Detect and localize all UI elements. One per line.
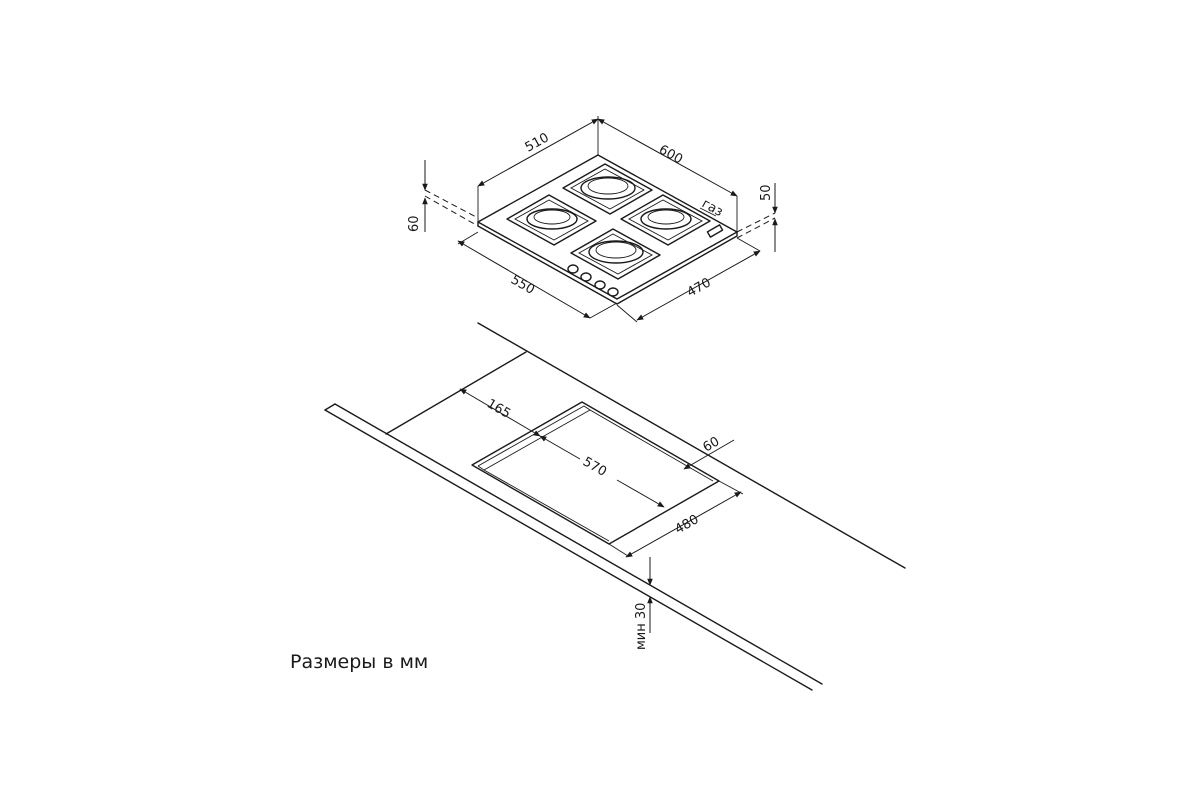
- dim-60-left-label: 60: [407, 215, 422, 232]
- burner-right: [620, 194, 711, 246]
- dim-480-line: [625, 491, 742, 558]
- knob-1: [567, 264, 579, 274]
- dim-550-line: [457, 240, 591, 319]
- dim-550-label: 550: [508, 272, 537, 297]
- dim-50-right-label: 50: [759, 184, 774, 201]
- burner-left: [506, 194, 597, 246]
- countertop-thickness-edge: [324, 409, 813, 691]
- units-caption: Размеры в мм: [290, 651, 429, 673]
- countertop-front-edge: [334, 403, 823, 685]
- gas-connector: [706, 224, 724, 238]
- dim-470-line: [636, 250, 761, 321]
- dim-510-line: [477, 118, 599, 187]
- dim-60-back-label: 60: [701, 434, 723, 455]
- burner-front: [570, 228, 661, 280]
- dim-165-line: [459, 388, 541, 437]
- dim-510-label: 510: [523, 130, 552, 155]
- dim-min30-label: мин 30: [634, 603, 649, 650]
- countertop-side-edge: [385, 351, 527, 435]
- dim-600-line: [597, 118, 738, 197]
- countertop-back-edge: [477, 322, 906, 569]
- knob-4: [607, 287, 619, 297]
- dim-480-label: 480: [673, 512, 702, 537]
- hob-drawing: газ 510 600 60 50 550 470: [407, 116, 778, 323]
- knob-2: [580, 272, 592, 282]
- countertop-drawing: 165 570 60 480 мин 30: [324, 322, 906, 691]
- dim-600-label: 600: [656, 142, 685, 167]
- knob-3: [594, 280, 606, 290]
- burner-back: [562, 163, 653, 215]
- hob-edge: [477, 221, 738, 305]
- dim-570-label: 570: [580, 454, 609, 479]
